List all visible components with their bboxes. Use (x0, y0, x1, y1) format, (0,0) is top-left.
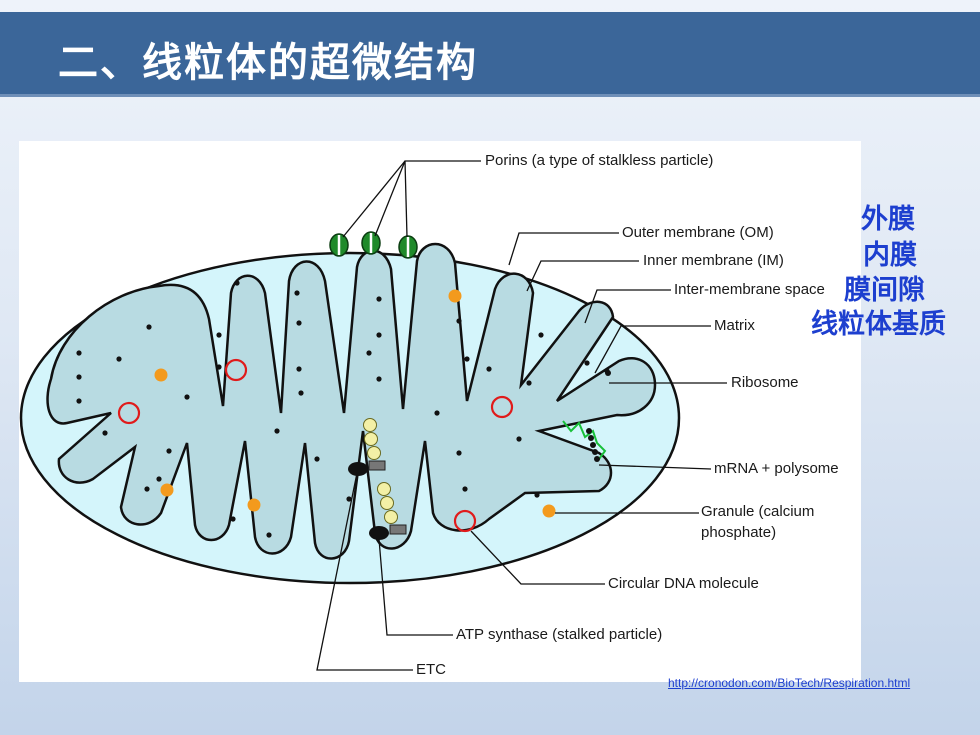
ribosome-dot (456, 450, 462, 456)
label-granule-line2: phosphate) (701, 524, 777, 541)
label-etc: ETC (416, 661, 446, 678)
stalked-particle-head (380, 496, 394, 510)
cn-label-intermembrane-space: 膜间隙 (844, 275, 925, 306)
ribosome-dot (230, 516, 236, 522)
granule (542, 504, 556, 518)
ribosome-dot (526, 380, 532, 386)
slide-title: 二、线粒体的超微结构 (58, 40, 478, 86)
callout-line (470, 530, 605, 585)
polysome-ribosome (588, 435, 594, 441)
callout-line (404, 160, 408, 238)
ribosome-dot (166, 448, 172, 454)
label-granule-line1: Granule (calcium (701, 503, 815, 520)
etc-complex (369, 526, 389, 540)
ribosome-dot (346, 496, 352, 502)
ribosome-dot (376, 376, 382, 382)
callout-line (378, 538, 453, 636)
atp-synthase-base (389, 524, 407, 535)
ribosome-dot (462, 486, 468, 492)
ribosome-dot (216, 332, 222, 338)
label-circular-dna: Circular DNA molecule (608, 575, 759, 592)
circular-dna (453, 509, 477, 533)
polysome-ribosome (590, 442, 596, 448)
ribosome-dot (102, 430, 108, 436)
stalked-particle-head (363, 418, 377, 432)
mitochondrion-diagram: Porins (a type of stalkless particle) Ou… (19, 141, 861, 682)
ribosome-dot (144, 486, 150, 492)
callout-lines (316, 160, 727, 671)
granule (154, 368, 168, 382)
ribosome-dot (584, 360, 590, 366)
polysome-ribosome (592, 449, 598, 455)
ribosome-dot (266, 532, 272, 538)
stalked-particle-head (384, 510, 398, 524)
ribosome-dot (146, 324, 152, 330)
ribosome-dot (76, 374, 82, 380)
ribosome-dot (294, 290, 300, 296)
ribosome-dot (274, 428, 280, 434)
label-porins: Porins (a type of stalkless particle) (485, 152, 714, 169)
callout-line (508, 232, 619, 266)
circular-dna (490, 395, 514, 419)
cn-label-matrix: 线粒体基质 (811, 309, 946, 340)
ribosome-dot (156, 476, 162, 482)
ribosome-dot (76, 398, 82, 404)
cn-label-outer-membrane: 外膜 (861, 204, 915, 235)
label-outer-membrane: Outer membrane (OM) (622, 224, 774, 241)
callout-line (374, 160, 481, 237)
label-ribosome: Ribosome (731, 374, 799, 391)
ribosome-dot (534, 492, 540, 498)
ribosome-dot (234, 280, 240, 286)
mitochondrion-body (19, 231, 681, 585)
circular-dna (117, 401, 141, 425)
ribosome-dot (376, 332, 382, 338)
ribosome-dot (76, 350, 82, 356)
granule (448, 289, 462, 303)
ribosome-dot (296, 320, 302, 326)
label-mrna-polysome: mRNA + polysome (714, 460, 839, 477)
label-matrix: Matrix (714, 317, 755, 334)
label-intermembrane-space: Inter-membrane space (674, 281, 825, 298)
ribosome-dot (314, 456, 320, 462)
polysome-ribosome (594, 456, 600, 462)
polysome-ribosome (586, 428, 592, 434)
stalked-particle-head (377, 482, 391, 496)
etc-complex (348, 462, 368, 476)
granule (160, 483, 174, 497)
label-inner-membrane: Inner membrane (IM) (643, 252, 784, 269)
title-bar: 二、线粒体的超微结构 (0, 12, 980, 97)
ribosome-callout-dot (605, 370, 611, 376)
ribosome-dot (538, 332, 544, 338)
callout-line (526, 260, 639, 292)
callout-line (598, 464, 712, 470)
callout-line (594, 325, 711, 374)
callout-line (584, 289, 671, 324)
atp-synthase-base (368, 460, 386, 471)
ribosome-dot (366, 350, 372, 356)
ribosome-dot (298, 390, 304, 396)
ribosome-dot (464, 356, 470, 362)
inner-membrane (46, 242, 657, 560)
ribosome-dot (376, 296, 382, 302)
ribosome-dot (116, 356, 122, 362)
ribosome-dot (456, 318, 462, 324)
source-link[interactable]: http://cronodon.com/BioTech/Respiration.… (668, 676, 911, 690)
ribosome-dot (434, 410, 440, 416)
ribosome-dot (216, 364, 222, 370)
label-atp-synthase: ATP synthase (stalked particle) (456, 626, 663, 643)
stalked-particle-head (364, 432, 378, 446)
granule (247, 498, 261, 512)
ribosome-dot (296, 366, 302, 372)
stalked-particle-head (367, 446, 381, 460)
circular-dna (224, 358, 248, 382)
mitochondrion-illustration (19, 160, 727, 671)
ribosome-dot (486, 366, 492, 372)
cn-label-inner-membrane: 内膜 (863, 240, 917, 271)
ribosome-dot (184, 394, 190, 400)
callout-line (342, 160, 406, 238)
ribosome-dot (516, 436, 522, 442)
callout-line (316, 472, 413, 671)
